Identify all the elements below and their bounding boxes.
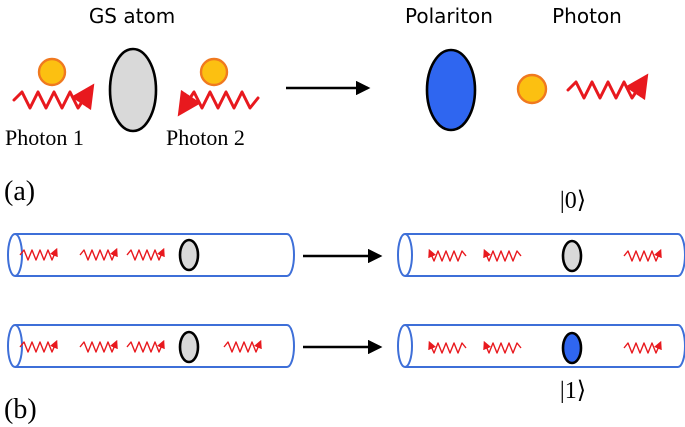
wavy-arrow-icon bbox=[623, 248, 662, 262]
wavy-arrow-icon bbox=[428, 340, 467, 354]
wavy-arrow-icon bbox=[19, 339, 58, 353]
atom-ellipse-icon bbox=[178, 330, 200, 364]
polariton-ellipse-icon bbox=[425, 48, 477, 132]
polariton-label: Polariton bbox=[405, 4, 493, 28]
row2-left-waveguide-tube-icon bbox=[7, 324, 295, 368]
wavy-arrow-icon bbox=[428, 248, 467, 262]
photon-ball-icon bbox=[199, 57, 229, 87]
wavy-arrow-icon bbox=[79, 339, 118, 353]
state-one-label: |1⟩ bbox=[560, 378, 586, 404]
wavy-arrow-icon bbox=[483, 340, 522, 354]
panel-a-label: (a) bbox=[4, 176, 35, 207]
panel-a: GS atom Photon 1 Photon 2 Polariton Phot… bbox=[4, 4, 649, 207]
atom-ellipse-icon bbox=[561, 239, 583, 273]
photon-label: Photon bbox=[552, 4, 622, 28]
wavy-arrow-icon bbox=[126, 247, 165, 261]
wavy-arrow-icon bbox=[483, 248, 522, 262]
wavy-arrow-icon bbox=[623, 340, 662, 354]
photon1-wavy-arrow-icon bbox=[12, 83, 95, 111]
wavy-arrow-icon bbox=[223, 339, 262, 353]
photon-ball-icon bbox=[37, 57, 67, 87]
wavy-arrow-icon bbox=[126, 339, 165, 353]
wavy-arrow-icon bbox=[19, 247, 58, 261]
photon2-wavy-arrow-icon bbox=[177, 89, 260, 117]
gs-atom-label: GS atom bbox=[89, 4, 175, 28]
photon2-label: Photon 2 bbox=[166, 125, 245, 150]
photon-ball-icon bbox=[516, 73, 548, 105]
row1-right-waveguide-tube-icon bbox=[397, 233, 685, 277]
gs-atom-ellipse-icon bbox=[108, 47, 158, 133]
row1-left-waveguide-tube-icon bbox=[7, 233, 295, 277]
atom-ellipse-icon bbox=[178, 238, 200, 272]
wavy-arrow-icon bbox=[79, 247, 118, 261]
photon-out-wavy-arrow-icon bbox=[566, 73, 649, 101]
panel-b-label: (b) bbox=[4, 394, 37, 425]
row2-right-waveguide-tube-icon bbox=[397, 324, 685, 368]
polariton-ellipse-icon bbox=[561, 331, 583, 365]
photon1-label: Photon 1 bbox=[5, 125, 84, 150]
panel-b: |0⟩ bbox=[4, 188, 685, 425]
state-zero-label: |0⟩ bbox=[560, 188, 586, 214]
